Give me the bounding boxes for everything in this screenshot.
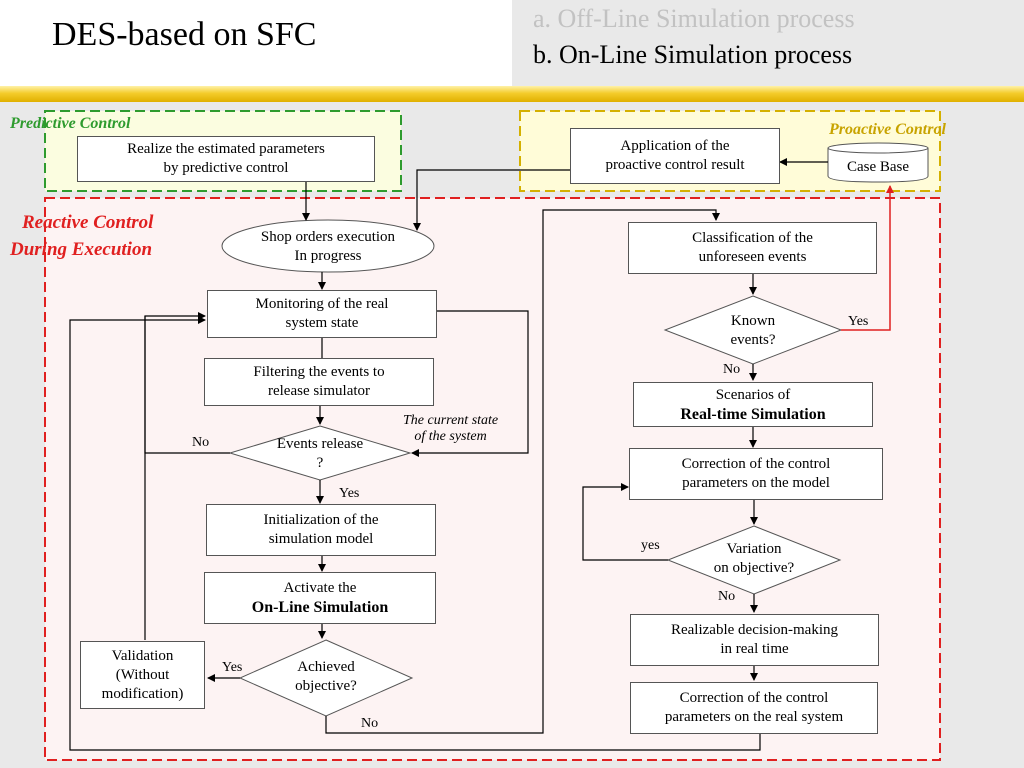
validation-line2: (Without (115, 666, 170, 683)
known-line2: events? (730, 332, 776, 348)
correction-model-line1: Correction of the control (681, 456, 831, 472)
init-line2: simulation model (268, 531, 374, 547)
predictive-zone-label: Predictive Control (10, 115, 131, 132)
application-box: Application of the proactive control resu… (570, 128, 780, 184)
monitoring-line2: system state (285, 315, 359, 331)
classification-box: Classification of the unforeseen events (628, 222, 877, 274)
filtering-line1: Filtering the events to (253, 364, 385, 380)
menu-item-online[interactable]: b. On-Line Simulation process (533, 40, 853, 69)
achieved-text: Achieved objective? (266, 656, 386, 698)
edge-label-variation-no: No (718, 589, 736, 604)
case-base-label: Case Base (846, 158, 910, 175)
title-panel (0, 0, 512, 86)
edge-label-known-no: No (723, 362, 741, 377)
realize-parameters-box: Realize the estimated parameters by predi… (77, 136, 375, 182)
realizable-box: Realizable decision-making in real time (630, 614, 879, 666)
connector-correction-real-loop (69, 316, 761, 751)
connector-current-state (411, 310, 529, 457)
filtering-line2: release simulator (267, 383, 371, 399)
activate-line1: Activate the (283, 580, 357, 596)
filtering-box: Filtering the events to release simulator (204, 358, 434, 406)
correction-real-box: Correction of the control parameters on t… (630, 682, 878, 734)
variation-text: Variation on objective? (694, 540, 814, 578)
shop-orders-line2: In progress (294, 248, 362, 264)
variation-line2: on objective? (713, 560, 795, 576)
current-state-line1: The current state (403, 413, 499, 428)
edge-label-current-state: The current state of the system (403, 413, 498, 445)
shop-orders-ellipse (221, 219, 435, 273)
edge-label-variation-yes: yes (641, 538, 660, 553)
connector-achieved-no (325, 209, 720, 734)
application-line2: proactive control result (605, 157, 745, 173)
connector-variation-yes (582, 483, 668, 561)
scenarios-line1: Scenarios of (715, 386, 791, 403)
menu-item-offline[interactable]: a. Off-Line Simulation process (533, 4, 855, 33)
init-simulation-box: Initialization of the simulation model (206, 504, 436, 556)
shop-orders-text: Shop orders execution In progress (222, 224, 434, 270)
realize-line2: by predictive control (163, 160, 289, 176)
monitoring-box: Monitoring of the real system state (207, 290, 437, 338)
shop-orders-line1: Shop orders execution (260, 229, 396, 245)
achieved-line1: Achieved (297, 659, 355, 675)
activate-line2: On-Line Simulation (251, 599, 389, 616)
events-release-line2: ? (316, 455, 324, 471)
page-title: DES-based on SFC (52, 16, 317, 53)
correction-real-line1: Correction of the control (679, 690, 829, 706)
monitoring-line1: Monitoring of the real (255, 296, 389, 312)
events-release-text: Events release? (250, 436, 390, 472)
edge-label-achieved-yes: Yes (222, 660, 243, 675)
realize-line1: Realize the estimated parameters (127, 141, 325, 157)
connector-application-to-shop (413, 169, 570, 231)
application-line1: Application of the (620, 138, 730, 154)
correction-model-box: Correction of the control parameters on t… (629, 448, 883, 500)
variation-line1: Variation (726, 541, 782, 557)
reactive-zone-label-line1: Reactive Control (22, 212, 154, 233)
current-state-line2: of the system (414, 429, 487, 444)
known-line1: Known (730, 313, 776, 329)
edge-label-achieved-no: No (361, 716, 379, 731)
events-release-line1: Events release (276, 436, 364, 452)
init-line1: Initialization of the (263, 512, 379, 528)
connector-known-yes (841, 185, 894, 331)
scenarios-box: Scenarios of Real-time Simulation (633, 382, 873, 427)
validation-line1: Validation (111, 647, 174, 664)
classification-line1: Classification of the (692, 230, 813, 246)
achieved-line2: objective? (295, 678, 357, 694)
correction-model-line2: parameters on the model (682, 475, 830, 491)
realizable-line1: Realizable decision-making (670, 622, 839, 638)
edge-label-known-yes: Yes (848, 314, 869, 329)
header-divider-bar (0, 86, 1024, 102)
validation-box: Validation (Without modification) (80, 641, 205, 709)
reactive-zone-label-line2: During Execution (10, 239, 153, 260)
realizable-line2: in real time (720, 641, 789, 657)
known-events-text: Known events? (693, 312, 813, 350)
edge-label-events-no: No (192, 435, 210, 450)
correction-real-line2: parameters on the real system (664, 709, 844, 725)
proactive-zone-label: Proactive Control (829, 121, 946, 138)
edge-label-events-yes: Yes (339, 486, 360, 501)
classification-line2: unforeseen events (698, 249, 807, 265)
scenarios-line2: Real-time Simulation (680, 405, 826, 423)
case-base-cylinder (827, 142, 929, 183)
validation-line3: modification) (101, 685, 184, 702)
